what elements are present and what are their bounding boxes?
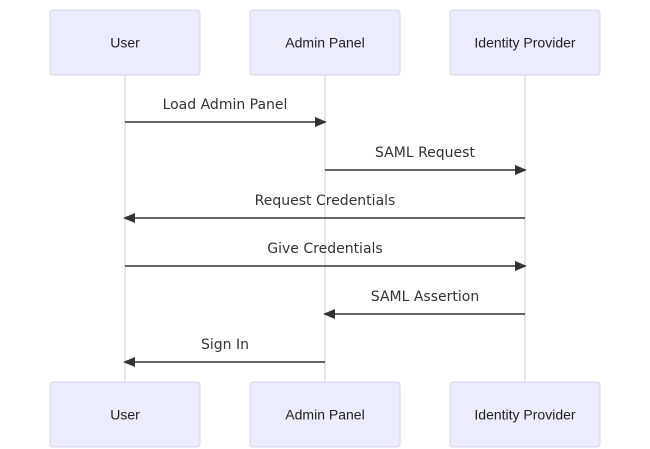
message-saml-assertion: SAML Assertion <box>323 289 525 319</box>
arrowhead-right <box>315 117 327 127</box>
message-label: Request Credentials <box>255 193 396 209</box>
message-label: SAML Assertion <box>371 289 479 305</box>
actor-label: Admin Panel <box>285 407 364 423</box>
actor-box <box>49 9 201 76</box>
actor-label: User <box>110 35 140 51</box>
actor-bottom-user: User <box>49 381 201 448</box>
arrowhead-left <box>323 309 335 319</box>
arrowhead-right <box>515 165 527 175</box>
actor-label: User <box>110 407 140 423</box>
message-load-admin-panel: Load Admin Panel <box>125 97 327 127</box>
message-saml-request: SAML Request <box>325 145 527 175</box>
actor-box <box>449 9 601 76</box>
message-sign-in: Sign In <box>123 337 325 367</box>
actor-top-identity-provider: Identity Provider <box>449 9 601 76</box>
actor-box <box>49 381 201 448</box>
actor-top-admin-panel: Admin Panel <box>249 9 401 76</box>
arrowhead-left <box>123 357 135 367</box>
actor-bottom-identity-provider: Identity Provider <box>449 381 601 448</box>
arrowhead-left <box>123 213 135 223</box>
arrowhead-right <box>515 261 527 271</box>
actor-box <box>249 9 401 76</box>
message-label: Give Credentials <box>267 241 382 257</box>
actor-label: Identity Provider <box>474 407 575 423</box>
message-label: Load Admin Panel <box>163 97 288 113</box>
actor-top-user: User <box>49 9 201 76</box>
actor-label: Identity Provider <box>474 35 575 51</box>
actor-box <box>249 381 401 448</box>
actor-bottom-admin-panel: Admin Panel <box>249 381 401 448</box>
message-label: SAML Request <box>375 145 475 161</box>
message-request-credentials: Request Credentials <box>123 193 525 223</box>
message-label: Sign In <box>201 337 249 353</box>
message-give-credentials: Give Credentials <box>125 241 527 271</box>
actor-label: Admin Panel <box>285 35 364 51</box>
actor-box <box>449 381 601 448</box>
